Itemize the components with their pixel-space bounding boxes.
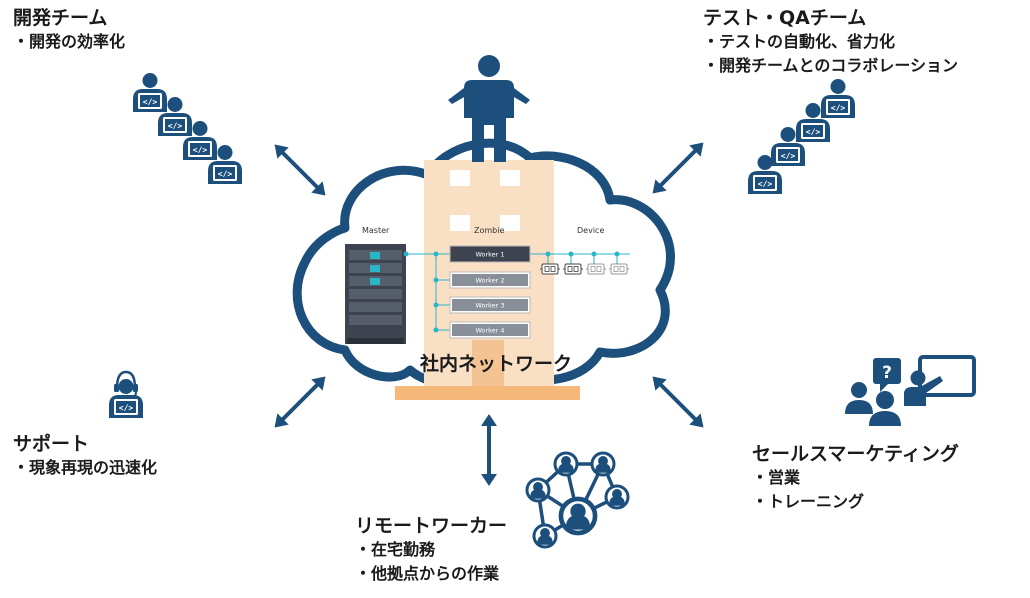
device-icon (539, 263, 561, 275)
group-qa: テスト・QAチーム ・テストの自動化、省力化 ・開発チームとのコラボレーション (703, 6, 958, 78)
group-sales-item-2: ・トレーニング (752, 492, 865, 511)
developer-icon (133, 73, 167, 112)
device-icon (608, 263, 630, 275)
group-support-title: サポート (13, 433, 90, 455)
group-dev: 開発チーム ・開発の効率化 (13, 6, 125, 54)
remote-network-icon (525, 451, 630, 549)
group-dev-title: 開発チーム (13, 7, 108, 29)
group-qa-item-2: ・開発チームとのコラボレーション (703, 56, 959, 75)
device-icon (562, 263, 584, 275)
worker-3-label: Worker 3 (475, 302, 504, 310)
developer-icon (821, 79, 855, 118)
arrow-dev (269, 139, 331, 201)
arrow-support (269, 371, 331, 433)
presentation-icon: ? (845, 355, 976, 426)
group-sales-item-1: ・営業 (752, 468, 801, 487)
building (395, 160, 580, 400)
worker-4: Worker 4 (449, 321, 531, 339)
worker-1: Worker 1 (449, 245, 531, 263)
svg-text:?: ? (882, 363, 892, 383)
group-qa-title: テスト・QAチーム (703, 7, 867, 29)
presenter-icon (448, 55, 530, 162)
worker-2-label: Worker 2 (475, 277, 504, 285)
group-support-item-1: ・現象再現の迅速化 (13, 458, 158, 477)
group-remote-item-1: ・在宅勤務 (355, 540, 436, 559)
qa-team-icons (748, 79, 855, 194)
group-sales: セールスマーケティング ・営業 ・トレーニング (752, 442, 959, 514)
worker-1-label: Worker 1 (475, 251, 504, 259)
worker-2: Worker 2 (449, 271, 531, 289)
device-icon (585, 263, 607, 275)
arrow-sales (647, 371, 709, 433)
group-support: サポート ・現象再現の迅速化 (13, 432, 157, 480)
worker-4-label: Worker 4 (475, 327, 504, 335)
group-dev-item-1: ・開発の効率化 (13, 32, 126, 51)
group-remote-item-2: ・他拠点からの作業 (355, 564, 500, 583)
arrow-qa (647, 137, 709, 199)
zombie-label: Zombie (474, 226, 504, 235)
arrow-remote (479, 412, 499, 488)
group-qa-item-1: ・テストの自動化、省力化 (703, 32, 896, 51)
cloud-title: 社内ネットワーク (419, 352, 572, 375)
device-label: Device (577, 226, 604, 235)
group-remote: リモートワーカー ・在宅勤務 ・他拠点からの作業 (355, 514, 507, 586)
worker-3: Worker 3 (449, 296, 531, 314)
support-headset-icon (109, 370, 143, 418)
dev-team-icons (133, 73, 242, 184)
group-sales-title: セールスマーケティング (752, 443, 959, 465)
master-server (345, 244, 406, 344)
master-label: Master (362, 226, 390, 235)
group-remote-title: リモートワーカー (355, 515, 508, 537)
